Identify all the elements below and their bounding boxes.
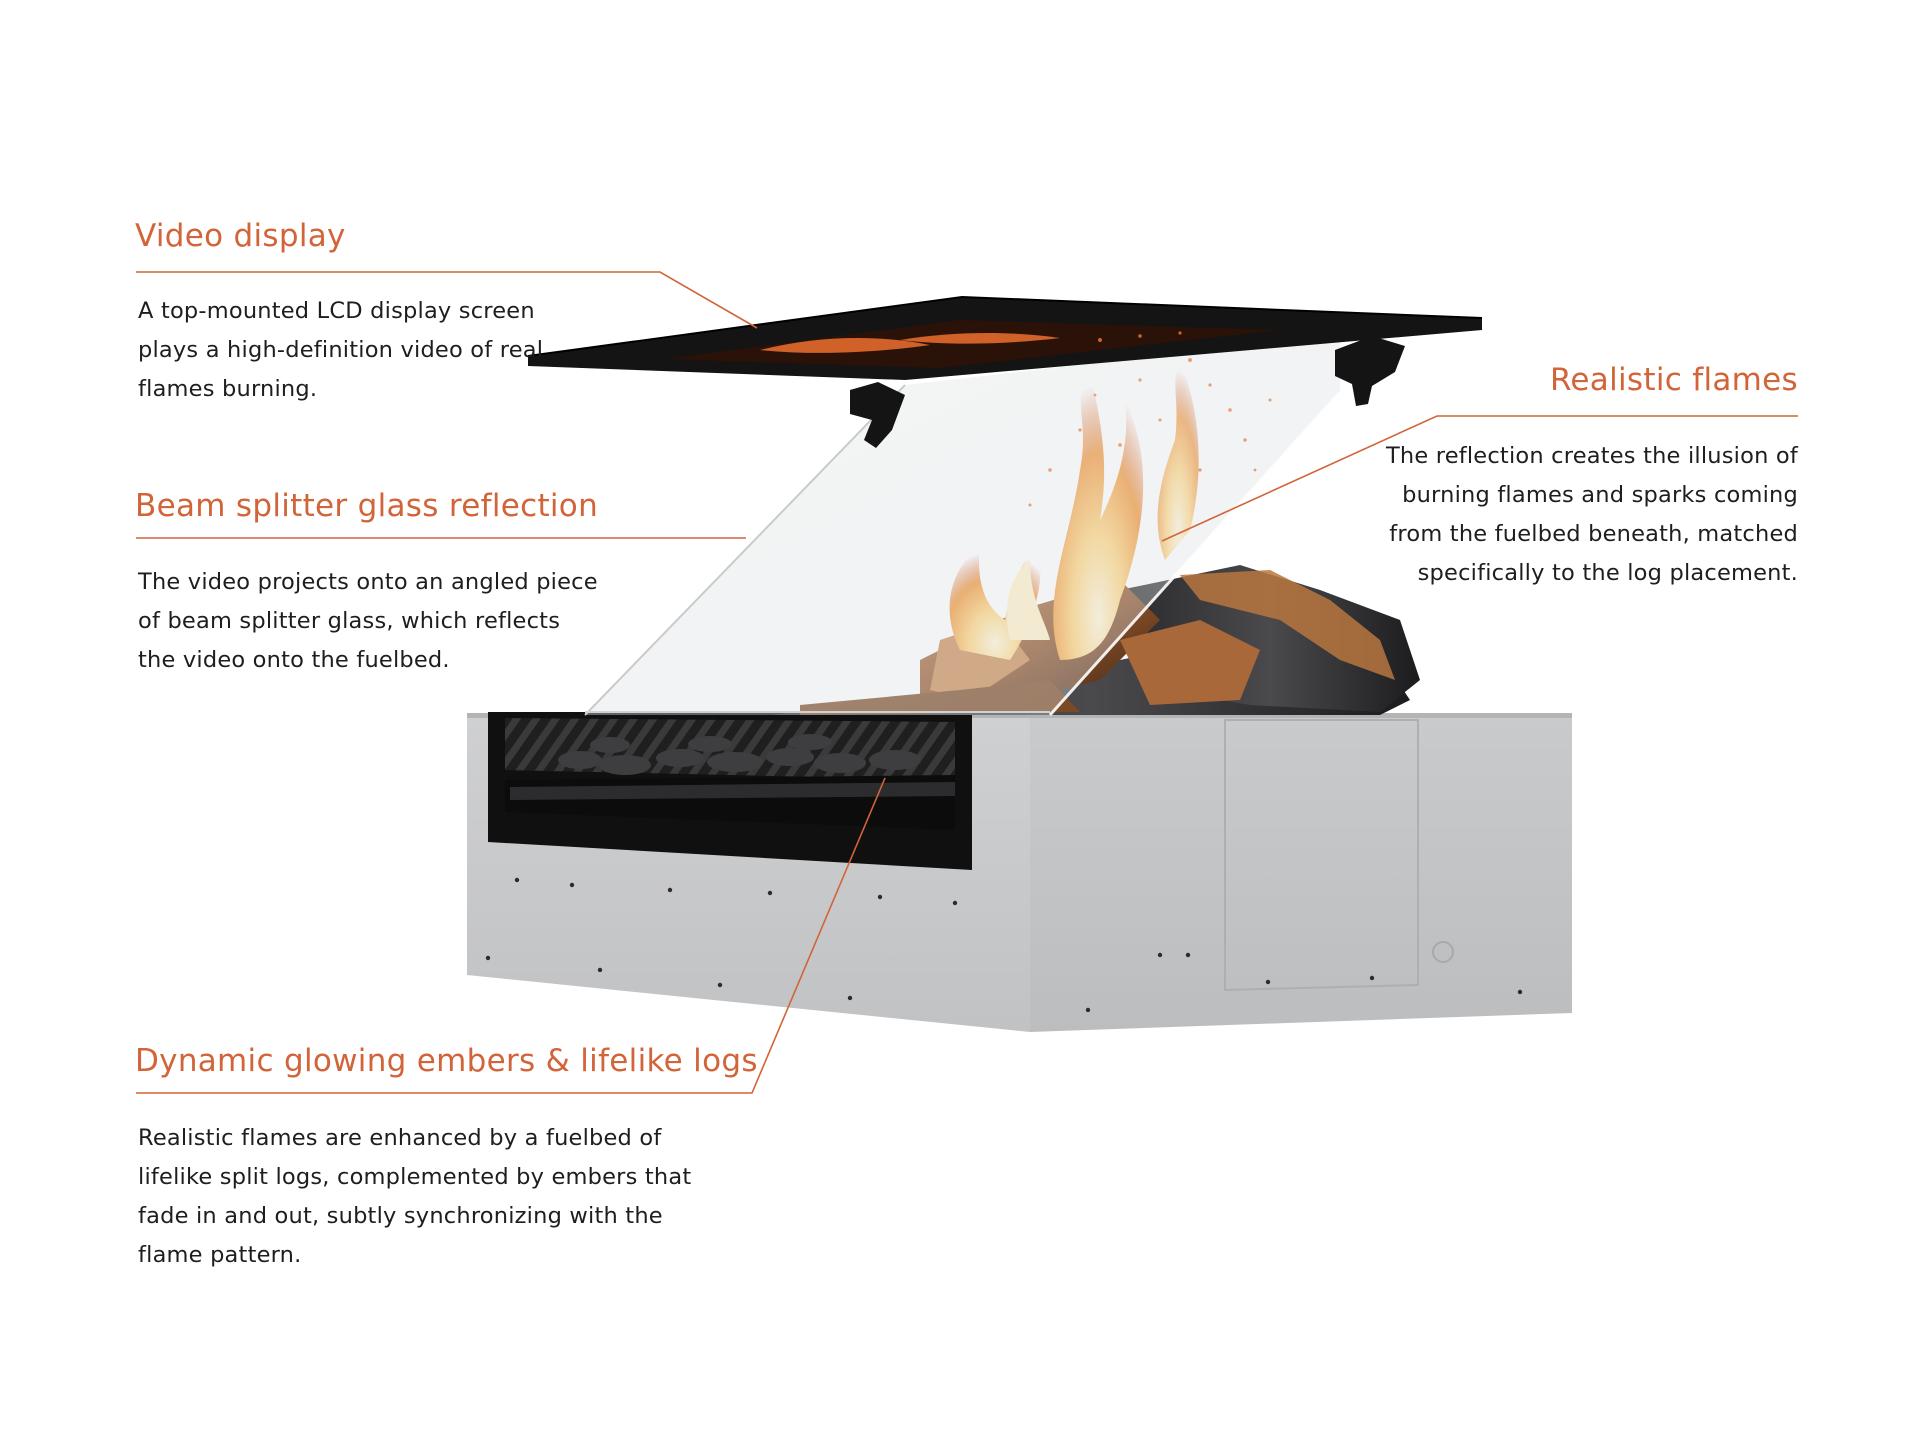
callout-title-embers-logs: Dynamic glowing embers & lifelike logs <box>135 1043 758 1079</box>
leader-video-display <box>136 271 758 329</box>
text-line: Realistic flames are enhanced by a fuelb… <box>138 1125 662 1151</box>
control-button <box>1432 941 1454 963</box>
callout-title-video-display: Video display <box>135 218 346 254</box>
text-line: the video onto the fuelbed. <box>138 647 450 673</box>
callout-text-realistic-flames: The reflection creates the illusion of b… <box>1386 437 1798 593</box>
leader-realistic-flames <box>1161 415 1798 542</box>
screen-brackets <box>850 336 1405 448</box>
text-line: of beam splitter glass, which reflects <box>138 608 561 634</box>
callout-title-beam-splitter: Beam splitter glass reflection <box>135 488 599 524</box>
text-line: from the fuelbed beneath, matched <box>1389 521 1798 547</box>
text-line: fade in and out, subtly synchronizing wi… <box>138 1203 663 1229</box>
access-panel <box>1224 719 1419 992</box>
callout-title-realistic-flames: Realistic flames <box>1549 362 1798 398</box>
ember-rocks <box>558 734 921 775</box>
callout-text-video-display: A top-mounted LCD display screen plays a… <box>138 292 543 409</box>
text-line: The video projects onto an angled piece <box>138 569 598 595</box>
text-line: specifically to the log placement. <box>1417 560 1798 586</box>
housing-side <box>1030 715 1572 1032</box>
callout-text-embers-logs: Realistic flames are enhanced by a fuelb… <box>138 1119 691 1275</box>
beam-splitter-glass <box>585 335 1340 715</box>
housing-screws <box>485 877 1523 1013</box>
text-line: plays a high-definition video of real <box>138 337 544 363</box>
text-line: lifelike split logs, complemented by emb… <box>138 1164 692 1190</box>
text-line: burning flames and sparks coming <box>1402 482 1798 508</box>
leader-embers-logs <box>136 777 886 1094</box>
text-line: flame pattern. <box>138 1242 302 1268</box>
text-line: The reflection creates the illusion of <box>1385 443 1798 469</box>
callout-text-beam-splitter: The video projects onto an angled piece … <box>138 563 598 680</box>
text-line: A top-mounted LCD display screen <box>138 298 535 324</box>
leader-lines <box>136 271 1798 1094</box>
text-line: flames burning. <box>138 376 318 402</box>
